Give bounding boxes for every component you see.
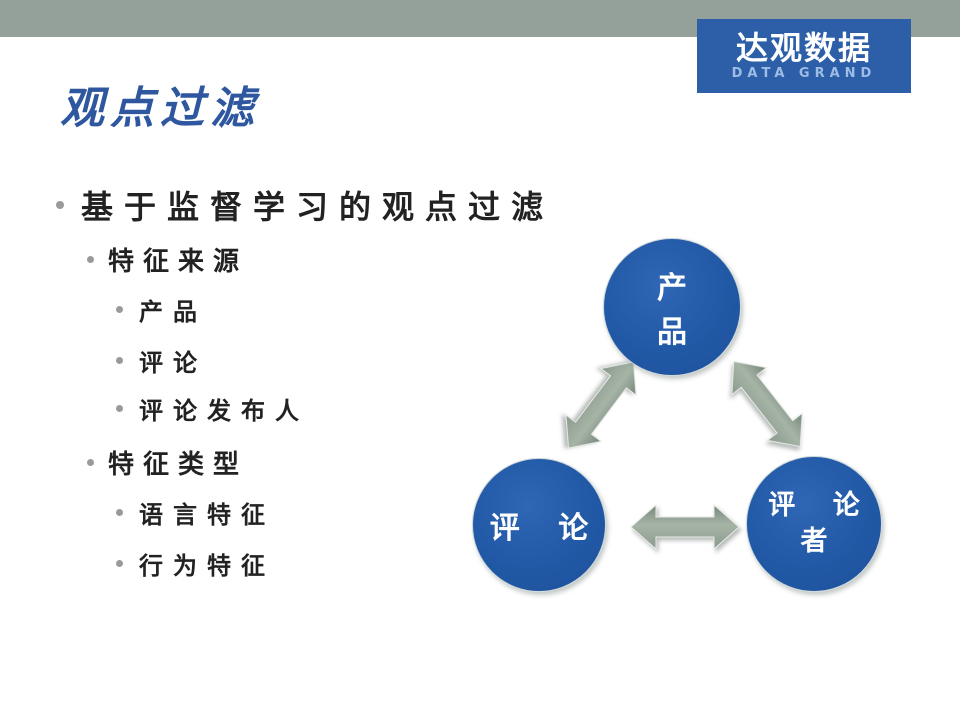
bullet-text: 行为特征 (139, 552, 275, 580)
bullet-level3: 产品 (116, 292, 207, 327)
bullet-dot-icon (87, 459, 94, 466)
cycle-diagram: 产 品 评 论 评 论 者 (420, 220, 920, 620)
bullet-dot-icon (116, 357, 123, 364)
bullet-dot-icon (56, 201, 64, 209)
bullet-text: 语言特征 (139, 501, 275, 529)
datagrand-logo: 达观数据 DATA GRAND (697, 19, 911, 93)
bullet-text: 产品 (139, 298, 207, 326)
bullet-text: 基于监督学习的观点过滤 (81, 188, 555, 226)
node-reviewer: 评 论 者 (746, 456, 882, 592)
bullet-text: 评论 (139, 349, 207, 377)
bullet-dot-icon (116, 509, 123, 516)
node-product: 产 品 (603, 238, 741, 376)
arrow-product-review-icon (565, 361, 637, 449)
bullet-dot-icon (116, 560, 123, 567)
bullet-dot-icon (87, 256, 94, 263)
arrow-product-reviewer-icon (731, 360, 803, 448)
logo-english-name: DATA GRAND (731, 66, 877, 81)
bullet-text: 特征来源 (108, 247, 249, 277)
bullet-level3: 行为特征 (116, 546, 275, 581)
bullet-level3: 语言特征 (116, 495, 275, 530)
bullet-level3: 评论 (116, 343, 207, 378)
bullet-dot-icon (116, 405, 123, 412)
bullet-text: 评论发布人 (139, 397, 309, 425)
bullet-level2: 特征来源 (87, 241, 248, 278)
node-label-line2: 者 (800, 526, 842, 557)
bullet-level1: 基于监督学习的观点过滤 (56, 182, 554, 228)
node-label: 产 品 (657, 271, 709, 350)
logo-chinese-name: 达观数据 (735, 29, 872, 67)
bullet-text: 特征类型 (108, 450, 249, 480)
diagram-arrows (565, 360, 803, 551)
node-label-line1: 评 论 (768, 489, 874, 521)
bullet-level3: 评论发布人 (116, 391, 309, 426)
arrow-review-reviewer-icon (630, 503, 740, 551)
node-review: 评 论 (472, 458, 606, 592)
bullet-level2: 特征类型 (87, 444, 248, 481)
bullet-dot-icon (116, 306, 123, 313)
page-title: 观点过滤 (60, 83, 260, 134)
node-label: 评 论 (489, 511, 603, 546)
